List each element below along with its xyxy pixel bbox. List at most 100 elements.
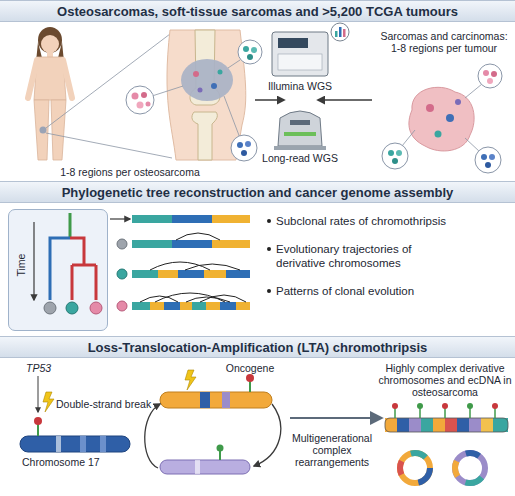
tumour-cell — [66, 302, 78, 314]
genome-assembly-bar — [132, 302, 150, 310]
short-read-sequencer — [335, 31, 338, 37]
gene-label: Oncogene — [220, 362, 280, 374]
chromosome-17 — [20, 436, 130, 452]
chromosome-17 — [20, 376, 130, 452]
chromosome-label: Chromosome 17 — [22, 456, 132, 468]
section-header: Phylogenetic tree reconstruction and can… — [0, 181, 515, 203]
complex-chromosome — [385, 418, 397, 432]
tumour-illustration — [446, 114, 454, 122]
time-arrow — [33, 222, 34, 300]
ecdna-ring — [400, 453, 485, 483]
chromosome-17 — [100, 436, 106, 452]
event-label: Double-strand break — [56, 398, 161, 410]
complex-chromosome — [493, 418, 508, 432]
bullet-dot — [267, 219, 271, 223]
patient-figure — [40, 127, 47, 134]
derivative-chromosome — [200, 392, 210, 408]
complex-chromosome — [397, 418, 409, 432]
magnified-region — [251, 47, 257, 53]
tumour-cell — [117, 269, 127, 279]
cycle-arrow — [145, 404, 160, 468]
bullet-text: Subclonal rates of chromothripsis — [276, 214, 511, 228]
chromosome-17 — [56, 436, 61, 452]
complex-chromosome — [421, 418, 433, 432]
genome-assembly-bar — [164, 302, 180, 310]
section-title: Loss-Translocation-Amplification (LTA) c… — [88, 340, 428, 355]
rearrangement-arc — [140, 233, 246, 302]
complex-chromosome — [445, 418, 457, 432]
magnified-region — [126, 86, 154, 114]
rearrangement-arc — [200, 295, 246, 302]
bullet-dot — [267, 247, 271, 251]
magnified-region — [132, 93, 139, 100]
partner-chromosome — [217, 445, 224, 452]
complex-chromosome — [467, 403, 473, 409]
patient-figure — [28, 60, 37, 98]
method-label: Long-read WGS — [250, 152, 350, 164]
complex-chromosome — [442, 403, 448, 409]
ecdna-ring — [455, 453, 485, 483]
tumour-illustration — [481, 154, 487, 160]
ecdna-ring — [400, 453, 430, 483]
short-read-sequencer — [331, 23, 349, 41]
lightning-bolt — [43, 392, 54, 412]
tumour-illustration — [485, 162, 491, 168]
chromosome-17 — [34, 417, 42, 425]
partner-chromosome — [160, 460, 250, 474]
flow-arrow — [255, 99, 284, 101]
tumour-illustration — [478, 64, 502, 88]
outcome-label: Highly complex derivative chromosomes an… — [378, 362, 512, 398]
tumour-illustration — [435, 131, 442, 138]
genome-assembly-bar — [132, 240, 172, 248]
genome-assembly-bar — [220, 302, 236, 310]
knee-illustration — [193, 71, 199, 77]
phylogenetic-tree — [69, 213, 72, 238]
flow-arrow — [110, 218, 130, 219]
short-read-sequencer — [272, 23, 349, 76]
genome-assembly-bar — [158, 270, 178, 278]
patient-figure — [28, 27, 72, 160]
tumour-cell — [90, 302, 102, 314]
patient-figure — [41, 35, 59, 53]
magnified-region — [238, 40, 262, 64]
complex-chromosome — [417, 403, 423, 409]
section-header: Osteosarcomas, soft-tissue sarcomas and … — [0, 0, 515, 22]
partner-chromosome — [160, 445, 250, 475]
lightning-bolt — [43, 370, 196, 412]
chromosome-17 — [37, 424, 39, 436]
short-read-sequencer — [343, 29, 346, 37]
tumour-illustration — [475, 147, 501, 173]
tumour-cell — [117, 239, 127, 249]
tumour-illustration — [382, 143, 408, 169]
section-title: Osteosarcomas, soft-tissue sarcomas and … — [57, 4, 458, 19]
magnified-region — [137, 102, 144, 109]
chromosome-17 — [80, 436, 86, 452]
genome-assembly-bar — [236, 302, 250, 310]
tumour-illustration — [465, 138, 480, 152]
complex-chromosome — [494, 408, 496, 418]
process-label: Multigenerational complex rearrangements — [285, 432, 379, 468]
derivative-chromosome — [246, 374, 254, 382]
rearrangement-arc — [150, 262, 210, 270]
complex-chromosome — [444, 408, 446, 418]
patient-figure — [63, 60, 72, 98]
leader-line — [46, 133, 172, 158]
tumour-illustration — [483, 70, 489, 76]
genome-assembly-bar — [172, 240, 212, 248]
chromosome-17 — [38, 376, 39, 412]
phylogenetic-tree — [50, 238, 70, 300]
tumour-illustration — [489, 154, 495, 160]
complex-chromosome — [409, 418, 421, 432]
tumour-illustration — [455, 99, 461, 105]
genome-assembly-bar — [192, 302, 206, 310]
genome-assembly-bar — [178, 270, 204, 278]
magnified-region — [224, 96, 240, 138]
ecdna-ring — [455, 453, 485, 483]
magnified-region — [245, 141, 251, 147]
long-read-sequencer — [284, 132, 316, 136]
rearrangement-arc — [155, 293, 225, 302]
tumour-illustration — [465, 84, 482, 98]
long-read-sequencer — [290, 120, 310, 125]
patient-figure — [51, 100, 66, 160]
tumour-cell — [44, 302, 56, 314]
